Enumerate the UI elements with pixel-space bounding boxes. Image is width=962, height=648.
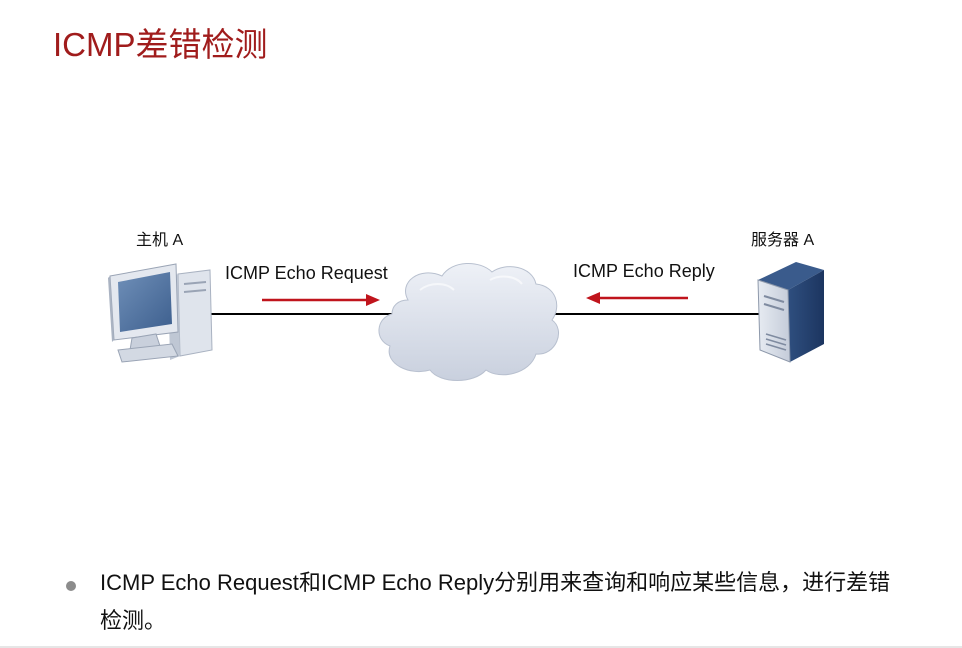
server-label: 服务器 A — [751, 232, 815, 249]
request-arrow — [262, 294, 380, 306]
bullet-dot — [66, 581, 76, 591]
echo-reply-label: ICMP Echo Reply — [573, 261, 715, 281]
server-tower-icon — [757, 262, 824, 363]
cloud-icon — [378, 263, 560, 381]
echo-request-label: ICMP Echo Request — [225, 263, 388, 283]
page-title: ICMP差错检测 — [53, 26, 268, 63]
reply-arrow — [586, 292, 688, 304]
host-label: 主机 A — [136, 232, 184, 249]
desktop-computer-icon — [108, 263, 213, 363]
bullet-text: ICMP Echo Request和ICMP Echo Reply分别用来查询和… — [100, 570, 891, 633]
footer-divider — [0, 646, 962, 648]
